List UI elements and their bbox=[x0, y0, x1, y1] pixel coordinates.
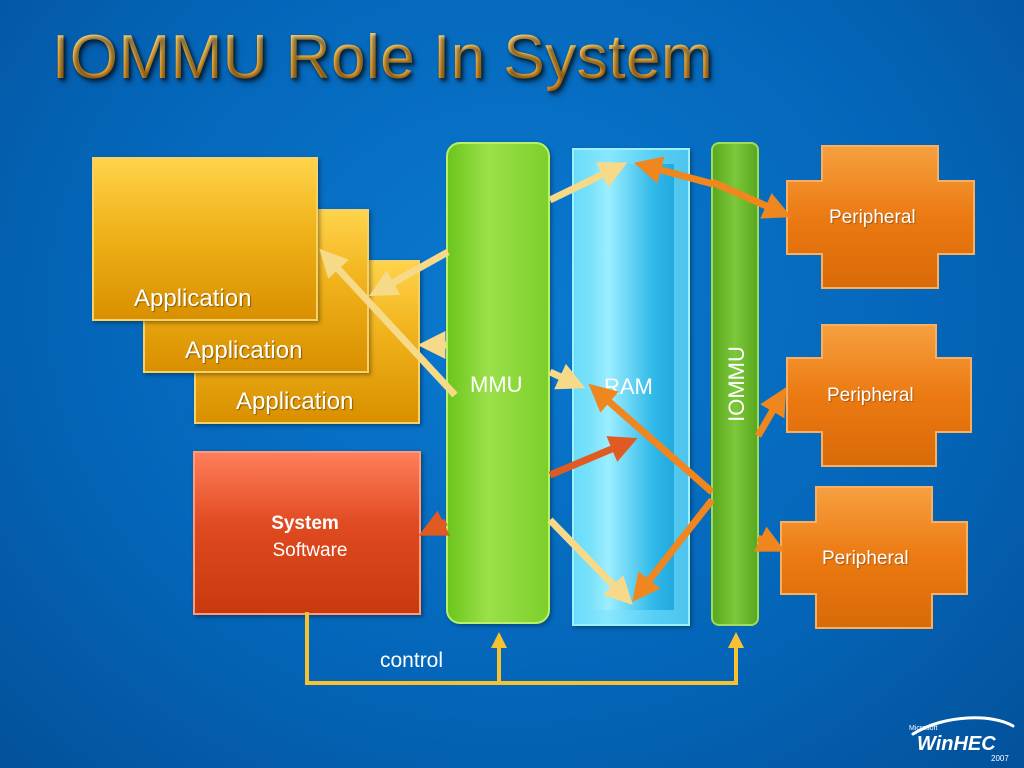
mmu-block bbox=[446, 142, 550, 624]
control-label: control bbox=[380, 649, 444, 672]
logo-brand: WinHEC bbox=[917, 733, 996, 755]
arrow-mmu-to-system-software bbox=[418, 510, 451, 536]
slide-title: IOMMU Role In System bbox=[52, 23, 714, 92]
logo-year: 2007 bbox=[991, 754, 1009, 763]
arrow-iommu-to-ram-bottom bbox=[632, 497, 715, 602]
peripheral-shape-1 bbox=[786, 145, 975, 289]
arrow-diagonal-to-app bbox=[319, 248, 458, 398]
application-label: Application bbox=[236, 388, 354, 415]
logo-maker: Microsoft bbox=[909, 725, 937, 732]
control-line bbox=[305, 612, 744, 685]
peripheral-label-3: Peripheral bbox=[822, 548, 909, 569]
arrow-iommu-ram-top bbox=[633, 156, 714, 188]
application-label: Application bbox=[134, 285, 252, 312]
iommu-block bbox=[711, 142, 759, 626]
peripheral-label-2: Peripheral bbox=[827, 385, 914, 406]
system-software-line1: System bbox=[271, 513, 339, 534]
mmu-label: MMU bbox=[470, 372, 523, 397]
peripheral-shape-2 bbox=[786, 324, 972, 467]
arrow-iommu-to-ram-mid bbox=[588, 383, 715, 495]
arrow-iommu-to-peripheral-1 bbox=[710, 178, 792, 219]
system-software-line2: Software bbox=[272, 540, 348, 561]
arrow-mmu-to-ram-mid bbox=[548, 363, 586, 390]
peripheral-shape-3 bbox=[780, 486, 968, 629]
arrow-mmu-to-ram-red bbox=[548, 436, 638, 479]
peripheral-label-1: Peripheral bbox=[829, 207, 916, 228]
winhec-logo: Microsoft WinHEC 2007 bbox=[909, 716, 1015, 763]
arrow-iommu-to-peripheral-2 bbox=[754, 387, 787, 438]
arrow-iommu-to-peripheral-3 bbox=[753, 526, 786, 552]
arrow-mmu-to-ram-top bbox=[548, 162, 628, 204]
arrow-mmu-to-ram-bottom bbox=[547, 517, 633, 606]
application-label: Application bbox=[185, 337, 303, 364]
arrow-mmu-to-app1 bbox=[369, 248, 450, 297]
application-box-1: Application bbox=[92, 157, 318, 321]
